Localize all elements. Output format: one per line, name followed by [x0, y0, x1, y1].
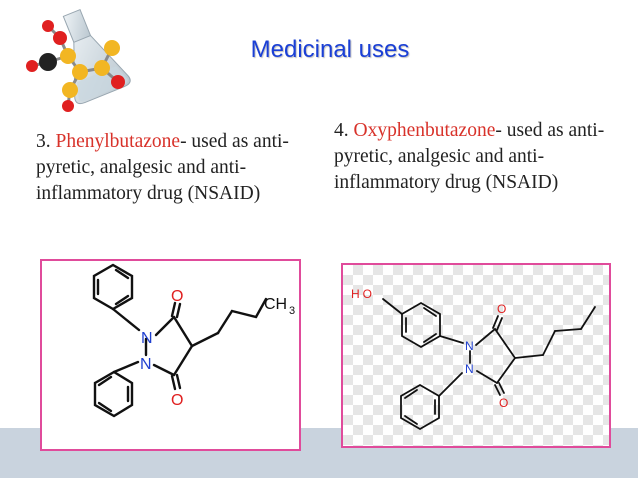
nitrogen-2-label-2: N — [465, 362, 474, 376]
item-3-description: 3. Phenylbutazone- used as anti-pyretic,… — [36, 129, 306, 207]
item-4-text: - used as anti-pyretic, analgesic and an… — [334, 120, 605, 193]
oxyphenbutazone-svg: HO O O N N — [351, 287, 596, 431]
oxygen-top-label-2: O — [497, 302, 506, 316]
hydroxyl-label: HO — [351, 287, 375, 301]
phenylbutazone-svg: O O N N CH 3 — [92, 263, 295, 418]
flask-molecule-icon — [26, 8, 131, 112]
nitrogen-1-label: N — [141, 330, 153, 347]
nitrogen-1-label-2: N — [465, 339, 474, 353]
oxygen-top-label: O — [171, 288, 183, 305]
methyl-subscript: 3 — [289, 305, 295, 317]
methyl-label: CH — [264, 296, 287, 313]
item-3-drug-name: Phenylbutazone — [55, 131, 181, 152]
phenylbutazone-structure: O O N N CH 3 — [40, 259, 301, 451]
item-3-text: - used as anti-pyretic, analgesic and an… — [36, 131, 289, 204]
item-4-description: 4. Oxyphenbutazone- used as anti-pyretic… — [334, 118, 619, 196]
slide-title: Medicinal uses — [250, 36, 410, 63]
item-4-drug-name: Oxyphenbutazone — [353, 120, 496, 141]
oxygen-bottom-label-2: O — [499, 396, 508, 410]
oxyphenbutazone-structure: HO O O N N — [341, 263, 611, 448]
oxygen-bottom-label: O — [171, 392, 183, 409]
item-3-number: 3. — [36, 131, 56, 152]
item-4-number: 4. — [334, 120, 354, 141]
nitrogen-2-label: N — [140, 356, 152, 373]
